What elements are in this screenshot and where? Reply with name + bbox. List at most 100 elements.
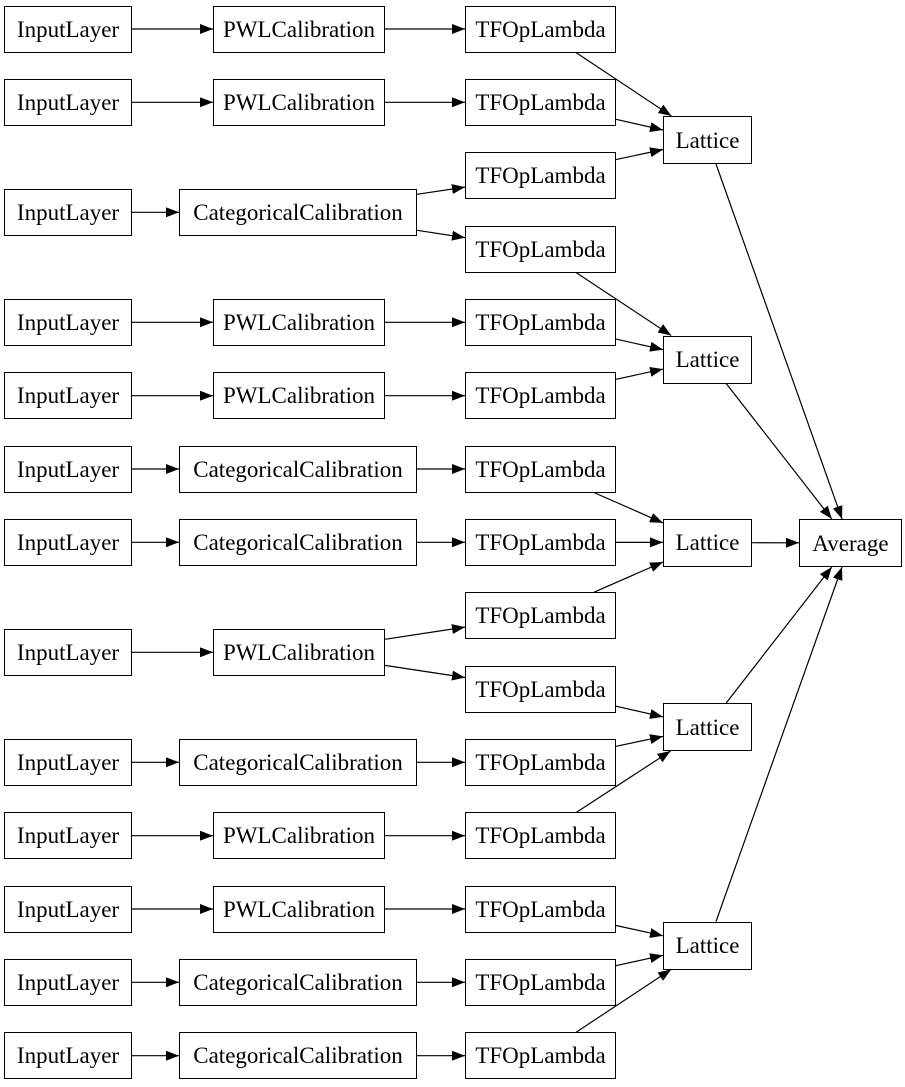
node-lattice-1: Lattice — [663, 116, 752, 164]
node-cal-13: CategoricalCalibration — [179, 1032, 417, 1080]
node-label: InputLayer — [16, 456, 120, 482]
node-label: TFOpLambda — [475, 603, 606, 629]
node-label: InputLayer — [16, 749, 120, 775]
node-label: InputLayer — [16, 89, 120, 115]
node-label: InputLayer — [16, 823, 120, 849]
node-cal-3: CategoricalCalibration — [179, 188, 417, 236]
node-input-10: InputLayer — [4, 812, 132, 860]
node-label: TFOpLambda — [475, 823, 606, 849]
edge-lam-4-to-lattice-2 — [575, 271, 672, 337]
node-label: TFOpLambda — [475, 896, 606, 922]
edge-lam-6-to-lattice-2 — [615, 366, 664, 380]
node-label: Lattice — [675, 714, 740, 740]
node-label: Lattice — [675, 933, 740, 958]
node-label: InputLayer — [16, 383, 120, 409]
node-input-7: InputLayer — [4, 518, 132, 566]
edge-lattice-5-to-average — [715, 566, 843, 922]
node-label: Average — [812, 530, 889, 556]
node-label: PWLCalibration — [222, 16, 376, 42]
node-lam-6: TFOpLambda — [465, 372, 616, 420]
edge-lam-1-to-lattice-1 — [575, 52, 672, 117]
node-label: TFOpLambda — [475, 16, 606, 42]
node-label: TFOpLambda — [475, 456, 606, 482]
node-input-1: InputLayer — [4, 5, 132, 53]
edge-lam-3-to-lattice-1 — [615, 147, 664, 161]
node-cal-2: PWLCalibration — [213, 78, 385, 126]
node-cal-12: CategoricalCalibration — [179, 958, 417, 1006]
edge-lam-13-to-lattice-5 — [615, 924, 664, 938]
node-label: CategoricalCalibration — [193, 1043, 403, 1069]
node-cal-1: PWLCalibration — [213, 5, 385, 53]
edge-cal-3-to-lam-3 — [416, 184, 466, 195]
node-input-13: InputLayer — [4, 1032, 132, 1080]
node-label: Lattice — [675, 530, 740, 555]
node-lam-9: TFOpLambda — [465, 592, 616, 640]
node-lam-14: TFOpLambda — [465, 958, 616, 1006]
node-label: PWLCalibration — [222, 383, 376, 409]
node-label: TFOpLambda — [475, 529, 606, 555]
node-label: TFOpLambda — [475, 749, 606, 775]
edge-cal-3-to-lam-4 — [416, 229, 466, 241]
node-label: InputLayer — [16, 529, 120, 555]
edge-lam-15-to-lattice-5 — [575, 968, 672, 1033]
node-label: InputLayer — [16, 639, 120, 665]
edge-lattice-1-to-average — [715, 163, 843, 520]
node-label: InputLayer — [16, 16, 120, 42]
node-label: CategoricalCalibration — [193, 199, 403, 225]
node-label: PWLCalibration — [222, 309, 376, 335]
node-input-2: InputLayer — [4, 78, 132, 126]
node-input-8: InputLayer — [4, 628, 132, 676]
edge-lattice-2-to-average — [725, 383, 833, 520]
node-lam-11: TFOpLambda — [465, 738, 616, 786]
node-cal-10: PWLCalibration — [213, 812, 385, 860]
edge-lam-10-to-lattice-4 — [615, 705, 664, 719]
edge-cal-8-to-lam-10 — [384, 664, 466, 681]
node-lattice-4: Lattice — [663, 703, 752, 751]
node-lam-4: TFOpLambda — [465, 225, 616, 273]
node-label: CategoricalCalibration — [193, 969, 403, 995]
node-label: TFOpLambda — [475, 309, 606, 335]
node-lattice-3: Lattice — [663, 518, 752, 567]
node-lam-10: TFOpLambda — [465, 665, 616, 713]
edge-lam-7-to-lattice-3 — [593, 491, 664, 524]
node-label: TFOpLambda — [475, 236, 606, 262]
node-input-4: InputLayer — [4, 298, 132, 346]
edge-lam-14-to-lattice-5 — [615, 953, 664, 967]
node-lam-2: TFOpLambda — [465, 78, 616, 126]
node-label: Lattice — [675, 347, 740, 372]
node-cal-9: CategoricalCalibration — [179, 738, 417, 786]
node-input-11: InputLayer — [4, 885, 132, 933]
node-label: InputLayer — [16, 1043, 120, 1069]
node-label: CategoricalCalibration — [193, 456, 403, 482]
node-label: TFOpLambda — [475, 89, 606, 115]
node-input-5: InputLayer — [4, 372, 132, 420]
node-cal-8: PWLCalibration — [213, 628, 385, 676]
node-label: InputLayer — [16, 969, 120, 995]
node-label: TFOpLambda — [475, 676, 606, 702]
node-lam-12: TFOpLambda — [465, 812, 616, 860]
node-average: Average — [799, 519, 902, 567]
node-label: TFOpLambda — [475, 383, 606, 409]
node-label: PWLCalibration — [222, 823, 376, 849]
node-lam-15: TFOpLambda — [465, 1032, 616, 1080]
node-label: InputLayer — [16, 896, 120, 922]
node-label: PWLCalibration — [222, 896, 376, 922]
node-lam-5: TFOpLambda — [465, 298, 616, 346]
edge-lam-9-to-lattice-3 — [593, 561, 664, 593]
node-input-3: InputLayer — [4, 188, 132, 236]
node-lattice-5: Lattice — [663, 921, 752, 970]
node-label: TFOpLambda — [475, 969, 606, 995]
node-input-9: InputLayer — [4, 738, 132, 786]
node-lam-8: TFOpLambda — [465, 518, 616, 566]
node-label: PWLCalibration — [222, 89, 376, 115]
node-label: TFOpLambda — [475, 1043, 606, 1069]
node-label: PWLCalibration — [222, 639, 376, 665]
node-cal-6: CategoricalCalibration — [179, 445, 417, 493]
edge-lam-11-to-lattice-4 — [615, 734, 664, 747]
node-label: InputLayer — [16, 199, 120, 225]
node-cal-11: PWLCalibration — [213, 885, 385, 933]
node-lam-13: TFOpLambda — [465, 885, 616, 933]
edge-lam-12-to-lattice-4 — [576, 750, 671, 813]
